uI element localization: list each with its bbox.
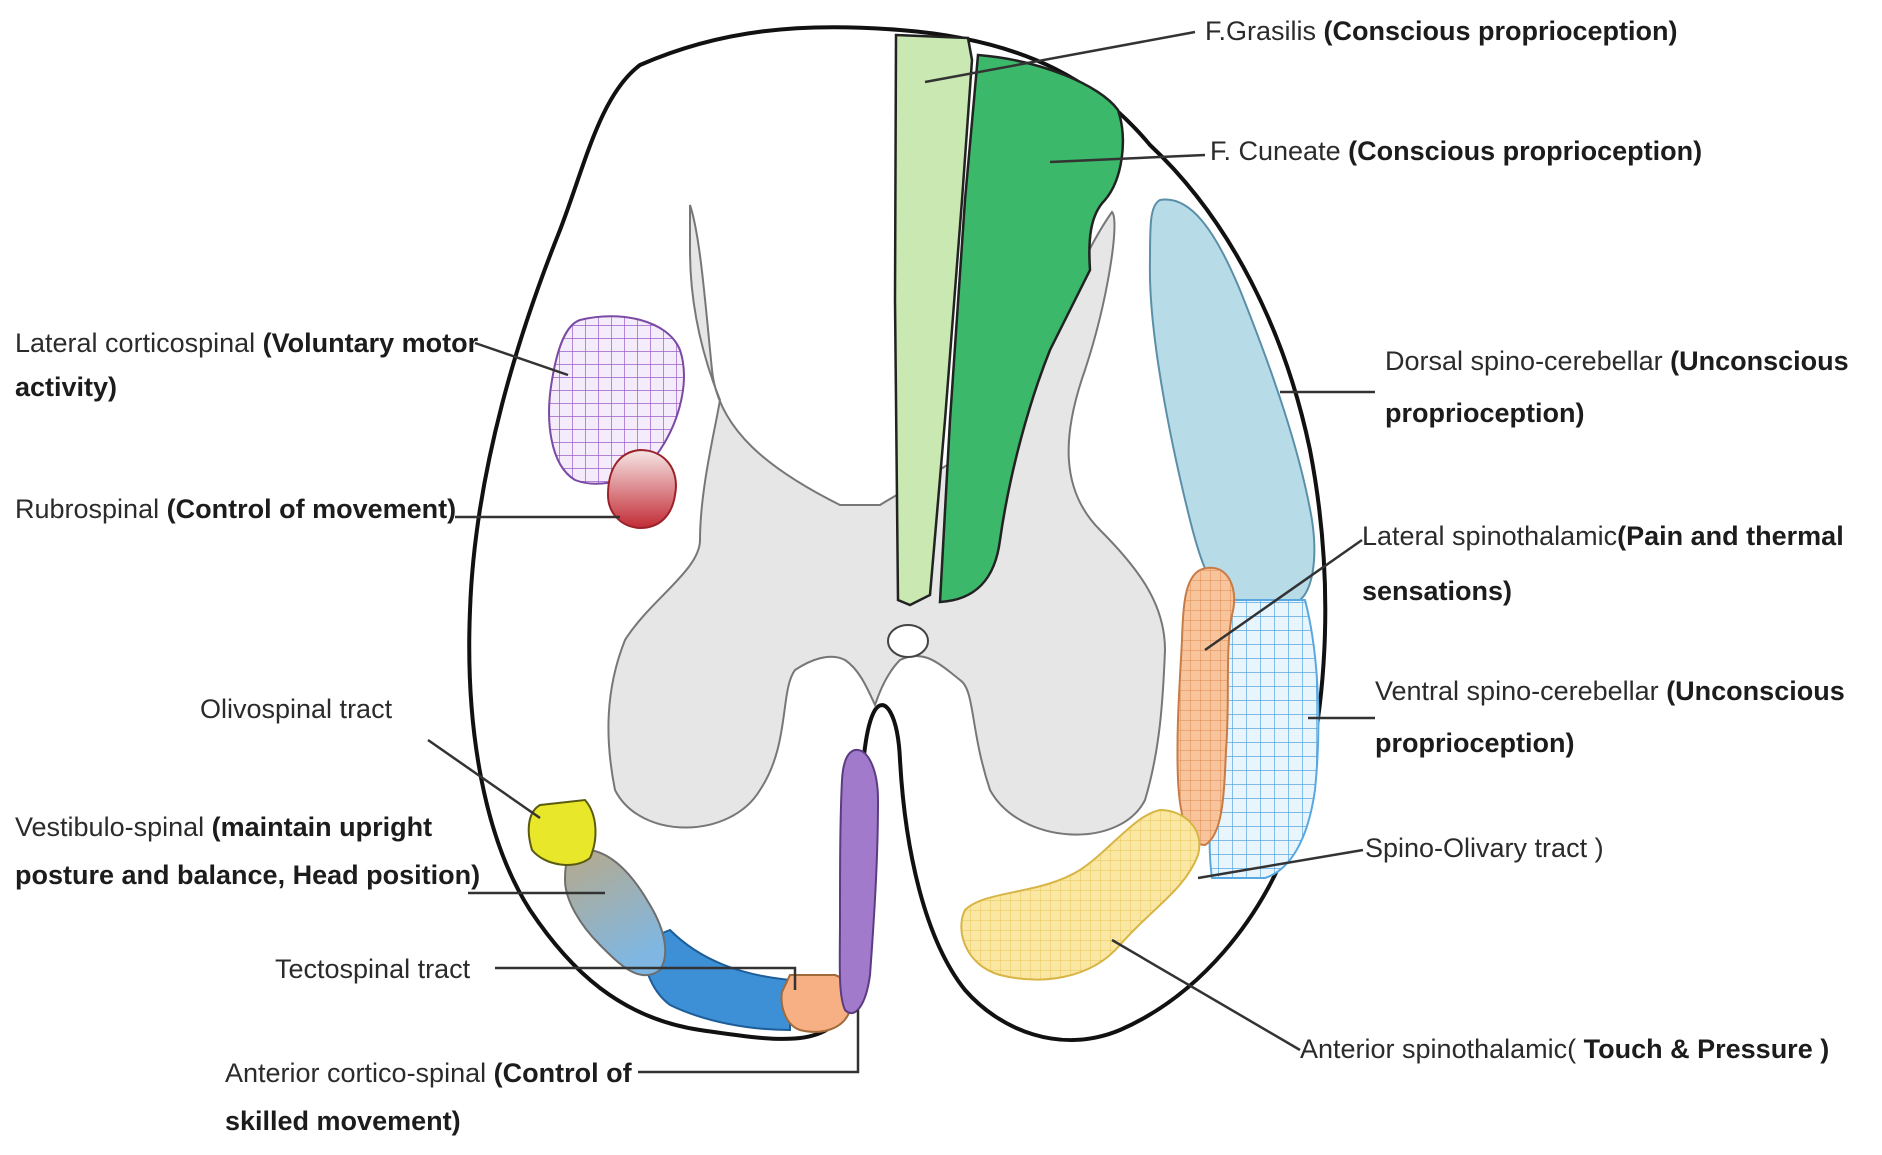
central-canal — [887, 624, 929, 658]
label-anterior-spinothalamic: Anterior spinothalamic( Touch & Pressure… — [1300, 1034, 1829, 1064]
label-anterior-corticospinal: Anterior cortico-spinal (Control of skil… — [225, 1058, 639, 1136]
label-dorsal-spinocerebellar: Dorsal spino-cerebellar (Unconscious pro… — [1385, 346, 1856, 428]
anterior-blue-band — [642, 928, 791, 1032]
leader-gracilis — [924, 30, 1196, 84]
leader-cuneate — [1049, 153, 1206, 164]
leader-anterior-corticospinal — [638, 1010, 860, 1074]
leader-olivospinal — [427, 738, 541, 820]
gracilis-tract — [893, 33, 974, 607]
anterior-corticospinal-tract — [838, 748, 880, 1014]
vestibulospinal-tract — [563, 848, 667, 977]
label-cuneate: F. Cuneate (Conscious proprioception) — [1210, 136, 1702, 166]
cuneate-tract — [938, 53, 1125, 604]
leader-lateral-corticospinal — [474, 341, 569, 377]
olivospinal-tract — [527, 798, 597, 866]
label-lateral-spinothalamic: Lateral spinothalamic(Pain and thermal s… — [1362, 521, 1851, 606]
anterior-spinothalamic-tract — [960, 808, 1201, 981]
label-lateral-corticospinal: Lateral corticospinal (Voluntary motor a… — [15, 328, 486, 402]
label-olivospinal: Olivospinal tract — [200, 694, 393, 724]
rubrospinal-tract — [606, 448, 677, 530]
label-spino-olivary: Spino-Olivary tract ) — [1365, 833, 1604, 863]
leader-tectospinal — [495, 966, 797, 990]
leader-lateral-spinothalamic — [1204, 538, 1363, 652]
leader-spino-olivary — [1197, 848, 1364, 880]
leader-anterior-spinothalamic — [1111, 938, 1301, 1052]
label-tectospinal: Tectospinal tract — [275, 954, 471, 984]
lateral-spinothalamic-tract — [1176, 566, 1236, 847]
label-vestibulospinal: Vestibulo-spinal (maintain upright postu… — [15, 812, 480, 890]
label-rubrospinal: Rubrospinal (Control of movement) — [15, 494, 456, 524]
label-gracilis: F.Grasilis (Conscious proprioception) — [1205, 16, 1678, 46]
label-ventral-spinocerebellar: Ventral spino-cerebellar (Unconscious pr… — [1375, 676, 1852, 758]
